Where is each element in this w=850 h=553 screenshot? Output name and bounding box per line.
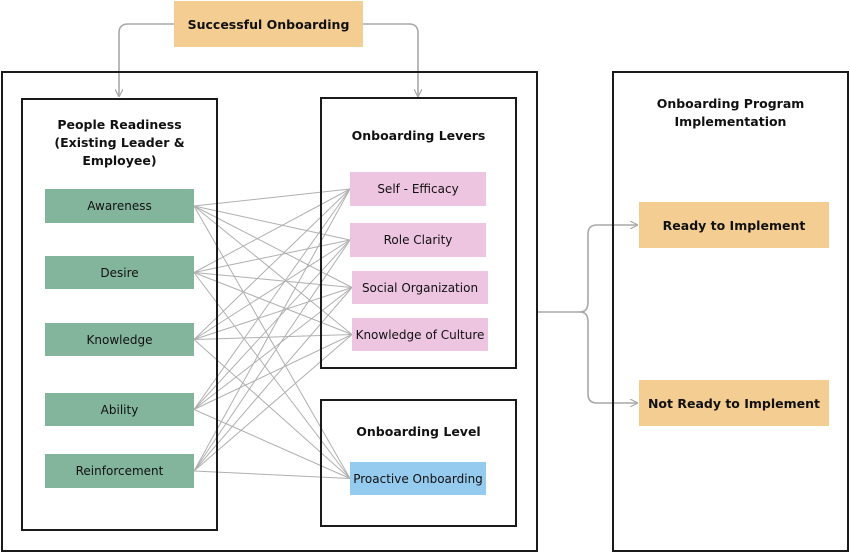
onboarding-levers-title: Onboarding Levers [351, 128, 486, 143]
people-readiness-panel [21, 98, 218, 531]
connection-line [193, 272, 353, 335]
arrow-top-to-readiness [119, 23, 174, 96]
readiness-item-desire: Desire [45, 256, 194, 289]
onboarding-system-frame [1, 71, 538, 552]
bracket-connector-lower [579, 311, 637, 403]
readiness-item-awareness: Awareness [45, 189, 194, 223]
connection-line [193, 334, 353, 410]
lever-label: Social Organization [361, 280, 479, 295]
connection-line [193, 188, 351, 340]
lever-self-efficacy: Self - Efficacy [350, 172, 486, 206]
connection-line [193, 272, 351, 479]
title-line: Onboarding Program [656, 96, 805, 111]
connection-line [193, 409, 351, 479]
implementation-panel [612, 71, 849, 552]
onboarding-level-title: Onboarding Level [356, 424, 481, 439]
connection-line [193, 239, 351, 340]
outcome-label: Not Ready to Implement [647, 395, 821, 411]
outcome-ready-to-implement: Ready to Implement [639, 202, 829, 248]
onboarding-levers-panel [320, 97, 517, 369]
arrow-top-to-levers [363, 23, 418, 96]
connection-line [193, 239, 351, 472]
connection-line [193, 205, 353, 288]
lever-social-organization: Social Organization [352, 271, 488, 304]
bracket-connector [538, 225, 637, 313]
connection-line [193, 287, 353, 472]
readiness-item-ability: Ability [45, 393, 194, 426]
connection-line [193, 188, 351, 410]
outcome-not-ready-to-implement: Not Ready to Implement [639, 380, 829, 426]
title-line: People Readiness [57, 117, 182, 132]
successful-onboarding-node: Successful Onboarding [174, 1, 363, 47]
readiness-item-reinforcement: Reinforcement [45, 454, 194, 488]
connection-line [193, 205, 353, 335]
readiness-item-label: Awareness [87, 199, 152, 213]
connection-line [193, 470, 351, 479]
title-line: Employee) [82, 153, 157, 168]
readiness-item-label: Ability [100, 402, 139, 417]
connection-line [193, 287, 353, 410]
readiness-item-label: Reinforcement [75, 464, 164, 478]
lever-role-clarity: Role Clarity [350, 223, 486, 257]
connection-line [193, 287, 353, 340]
people-readiness-title: People Readiness (Existing Leader & Empl… [21, 116, 218, 170]
lever-label: Role Clarity [383, 233, 453, 247]
connection-line [193, 239, 351, 273]
lever-label: Self - Efficacy [377, 182, 459, 196]
lever-label: Knowledge of Culture [355, 327, 485, 342]
connection-line [193, 188, 351, 207]
connection-line [193, 239, 351, 410]
connection-line [193, 205, 351, 241]
connection-line [193, 272, 353, 288]
connection-line [193, 334, 353, 472]
implementation-title: Onboarding Program Implementation [612, 95, 849, 131]
connection-line [193, 339, 351, 479]
level-label: Proactive Onboarding [353, 471, 483, 486]
connection-line [193, 188, 351, 472]
level-proactive-onboarding: Proactive Onboarding [350, 462, 486, 495]
readiness-item-label: Knowledge [86, 332, 153, 347]
connection-line [193, 205, 351, 479]
readiness-to-levers-connections [193, 188, 353, 479]
lever-knowledge-of-culture: Knowledge of Culture [352, 318, 488, 351]
successful-onboarding-label: Successful Onboarding [187, 16, 350, 32]
outcome-label: Ready to Implement [662, 217, 806, 233]
onboarding-level-panel [320, 399, 517, 527]
connection-line [193, 334, 353, 340]
readiness-item-label: Desire [100, 265, 139, 280]
title-line: Implementation [674, 114, 787, 129]
title-line: (Existing Leader & [54, 135, 185, 150]
readiness-item-knowledge: Knowledge [45, 323, 194, 356]
connection-line [193, 188, 351, 273]
